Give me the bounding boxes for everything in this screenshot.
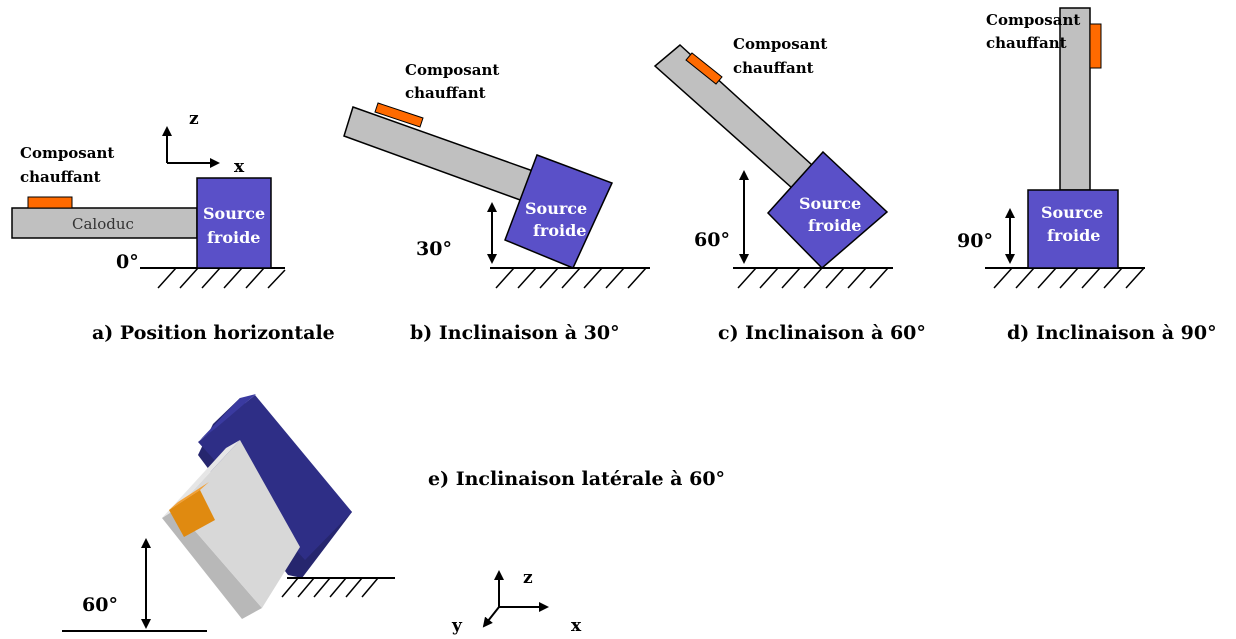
heating-component <box>27 196 73 209</box>
caption-c: c) Inclinaison à 60° <box>718 322 926 344</box>
axis-x-label: x <box>571 616 582 636</box>
component-label-line2: chauffant <box>20 168 101 186</box>
panel-d: Composant chauffant Source froide 90° d)… <box>957 7 1217 344</box>
cold-source <box>196 177 272 269</box>
ground-hatch <box>495 267 647 289</box>
component-label-line2: chauffant <box>733 59 814 77</box>
ground-hatch <box>993 267 1145 289</box>
cold-source-label-line2: froide <box>207 228 260 247</box>
cold-source-label-line1: Source <box>1041 203 1103 222</box>
angle-label: 60° <box>694 229 730 251</box>
axis-x-label: x <box>234 157 245 177</box>
cold-source-block-top <box>200 394 256 440</box>
ground-hatch <box>157 267 286 289</box>
caption-a: a) Position horizontale <box>92 322 335 344</box>
cold-source <box>504 154 614 269</box>
panel-b: Composant chauffant Source froide 30° b)… <box>343 61 650 344</box>
component-label-line1: Composant <box>405 61 499 79</box>
cold-source-block <box>198 395 352 560</box>
ground-hatch <box>737 267 889 289</box>
heat-pipe <box>1059 7 1091 191</box>
axes-xz: z x <box>162 109 245 177</box>
cold-source <box>1027 189 1119 269</box>
component-label-line1: Composant <box>986 11 1080 29</box>
heating-component <box>169 490 215 537</box>
caption-d: d) Inclinaison à 90° <box>1007 322 1217 344</box>
cold-source <box>766 150 889 270</box>
heating-component-top <box>169 482 209 510</box>
cold-source-label-line2: froide <box>808 216 861 235</box>
angle-label: 30° <box>416 238 452 260</box>
axis-z-label: z <box>523 568 533 588</box>
component-label-line2: chauffant <box>405 84 486 102</box>
angle-label: 0° <box>116 251 139 273</box>
heat-pipe-top <box>162 440 240 518</box>
axis-y-label: y <box>451 616 463 636</box>
heat-pipe <box>343 106 534 202</box>
heating-component <box>374 102 424 128</box>
axis-z-label: z <box>189 109 199 129</box>
caption-e: e) Inclinaison latérale à 60° <box>428 468 725 490</box>
heating-component <box>685 52 723 85</box>
cold-source-label-line2: froide <box>1047 226 1100 245</box>
component-label-line1: Composant <box>733 35 827 53</box>
axes-xyz: z x y <box>451 568 582 636</box>
cold-source-label-line1: Source <box>525 199 587 218</box>
cold-source-label-line2: froide <box>533 221 586 240</box>
ground-hatch <box>281 577 379 598</box>
heating-component <box>1089 23 1102 69</box>
angle-label: 90° <box>957 230 993 252</box>
heat-pipe-label: Caloduc <box>72 215 134 233</box>
angle-label: 60° <box>82 594 118 616</box>
caption-b: b) Inclinaison à 30° <box>410 322 620 344</box>
heat-pipe-side <box>162 509 262 619</box>
heat-pipe-block <box>176 440 300 608</box>
panel-e: 60° e) Inclinaison latérale à 60° z x y <box>62 394 725 636</box>
component-label-line2: chauffant <box>986 34 1067 52</box>
panel-a: Caloduc Composant chauffant Source froid… <box>11 109 335 344</box>
cold-source-label-line1: Source <box>203 204 265 223</box>
cold-source-label-line1: Source <box>799 194 861 213</box>
panel-c: Composant chauffant Source froide 60° c)… <box>653 35 926 344</box>
component-label-line1: Composant <box>20 144 114 162</box>
